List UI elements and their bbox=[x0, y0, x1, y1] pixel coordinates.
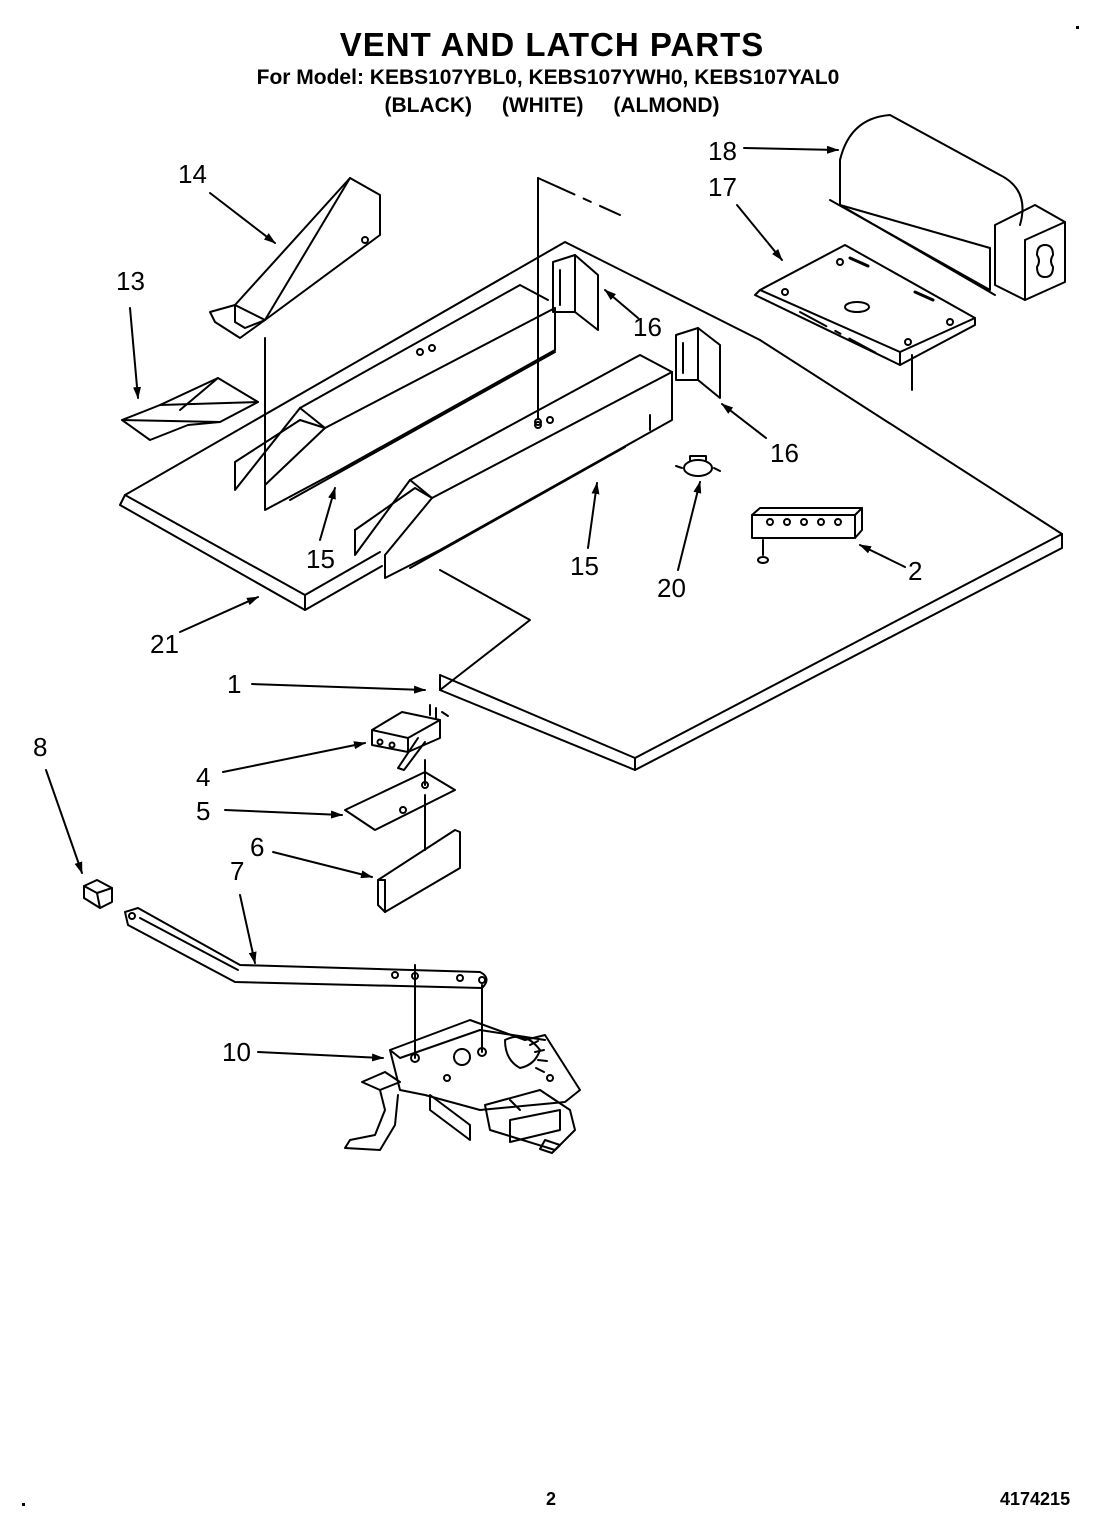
vent-duct-part-15-right bbox=[354, 354, 673, 579]
callout-13: 13 bbox=[116, 266, 145, 296]
callout-21: 21 bbox=[150, 629, 179, 659]
callout-17: 17 bbox=[708, 172, 737, 202]
callout-4: 4 bbox=[196, 762, 210, 792]
terminal-block-part-2 bbox=[751, 507, 863, 564]
spacer-part-16-upper bbox=[552, 254, 599, 331]
vent-cover-part-14 bbox=[209, 177, 381, 506]
callout-10: 10 bbox=[222, 1037, 251, 1067]
spacer-part-16-lower bbox=[675, 327, 721, 399]
model-list: For Model: KEBS107YBL0, KEBS107YWH0, KEB… bbox=[256, 66, 840, 89]
callout-14: 14 bbox=[178, 159, 207, 189]
callout-7: 7 bbox=[230, 856, 244, 886]
color-black: (BLACK) bbox=[384, 94, 472, 117]
callout-5: 5 bbox=[196, 796, 210, 826]
deflector-part-13 bbox=[121, 377, 259, 441]
page-title: VENT AND LATCH PARTS bbox=[339, 26, 765, 63]
page-number: 2 bbox=[546, 1489, 557, 1509]
callout-6: 6 bbox=[250, 832, 264, 862]
vent-panel-part-21 bbox=[119, 241, 1063, 771]
callout-1: 1 bbox=[227, 669, 241, 699]
callout-8: 8 bbox=[33, 732, 47, 762]
vent-duct-part-15-left bbox=[234, 284, 556, 511]
bumper-part-8 bbox=[83, 879, 113, 909]
scan-speck bbox=[1076, 26, 1079, 29]
mounting-plate-part-5 bbox=[344, 759, 456, 831]
latch-link-part-7 bbox=[124, 907, 488, 989]
callout-20: 20 bbox=[657, 573, 686, 603]
vent-fan-part-18 bbox=[829, 114, 1066, 301]
thermostat-part-20 bbox=[675, 455, 721, 477]
callout-15-right: 15 bbox=[570, 551, 599, 581]
color-variants: (BLACK) (WHITE) (ALMOND) bbox=[0, 94, 1104, 118]
callout-18: 18 bbox=[708, 136, 737, 166]
callout-labels: 14 13 18 17 16 16 15 15 20 2 21 1 4 5 6 … bbox=[33, 136, 922, 1067]
shield-part-6 bbox=[377, 794, 461, 913]
document-number: 4174215 bbox=[1000, 1489, 1071, 1509]
color-almond: (ALMOND) bbox=[613, 94, 720, 117]
color-white: (WHITE) bbox=[501, 94, 584, 117]
latch-assembly-part-10 bbox=[344, 964, 581, 1154]
switch-part-4 bbox=[371, 704, 449, 771]
callout-16-lower: 16 bbox=[770, 438, 799, 468]
callout-15-left: 15 bbox=[306, 544, 335, 574]
fan-bracket-part-17 bbox=[754, 244, 976, 391]
callout-16-upper: 16 bbox=[633, 312, 662, 342]
scan-speck bbox=[22, 1503, 25, 1506]
callout-leaders bbox=[45, 145, 906, 1062]
callout-2: 2 bbox=[908, 556, 922, 586]
